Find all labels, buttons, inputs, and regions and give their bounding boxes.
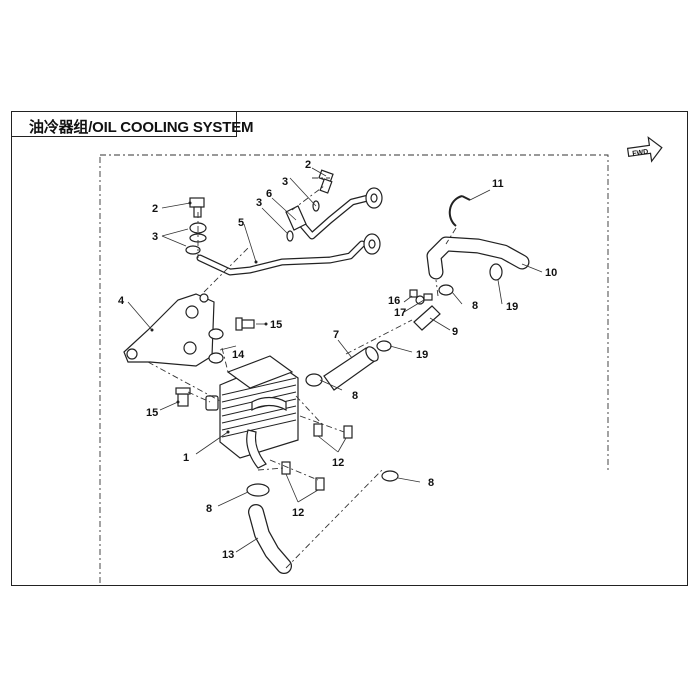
callout-2: 2	[152, 203, 158, 215]
callout-3: 3	[152, 231, 158, 243]
callout-14: 14	[232, 349, 245, 361]
hose-clamp	[381, 470, 399, 482]
small-screw-16	[409, 289, 418, 298]
sealing-washer	[185, 245, 201, 255]
title-box	[11, 111, 237, 137]
hose-10	[426, 236, 530, 280]
o-ring	[208, 328, 224, 340]
screw	[343, 425, 353, 439]
sealing-washer	[286, 230, 294, 242]
mounting-bracket	[123, 293, 215, 367]
callout-19: 19	[416, 349, 428, 361]
callout-12: 12	[292, 507, 304, 519]
callout-8: 8	[206, 503, 212, 515]
callout-2: 2	[305, 159, 311, 171]
callout-1: 1	[183, 452, 189, 464]
callout-15: 15	[270, 319, 282, 331]
screw	[281, 461, 291, 475]
callout-12: 12	[332, 457, 344, 469]
fwd-label: FWD	[632, 149, 649, 158]
oil-cooler	[205, 355, 299, 469]
banjo-bolt-left	[189, 197, 205, 218]
hose-clamp	[489, 263, 503, 281]
callout-4: 4	[118, 295, 125, 307]
callout-3: 3	[282, 176, 288, 188]
callout-15: 15	[146, 407, 158, 419]
callout-5: 5	[238, 217, 244, 229]
assembly-boundary-top	[100, 154, 609, 470]
retaining-clip	[448, 195, 471, 227]
screw	[315, 477, 325, 491]
callout-7: 7	[333, 329, 339, 341]
callout-8: 8	[352, 390, 358, 402]
flange-bolt	[175, 387, 191, 407]
callout-6: 6	[266, 188, 272, 200]
hose-clamp	[376, 340, 392, 352]
screw	[313, 423, 323, 437]
callout-8: 8	[472, 300, 478, 312]
hose-7	[323, 346, 379, 391]
o-ring	[208, 352, 224, 364]
oil-pipe-6	[285, 187, 383, 240]
page-title: 油冷器组/OIL COOLING SYSTEM	[29, 119, 254, 136]
callout-11: 11	[492, 178, 504, 190]
small-fitting-17	[423, 293, 433, 301]
diagram-frame	[11, 111, 688, 586]
callout-3: 3	[256, 197, 262, 209]
leader-dots	[150, 201, 268, 434]
leader-lines	[127, 167, 543, 553]
fwd-arrow-icon: FWD	[626, 136, 663, 163]
callout-labels: 1 2 2 3 3 3 4 5 6 7 8 8 8 8 9 10 11 12 1…	[118, 159, 557, 561]
hose-clamp	[438, 284, 454, 296]
hose-clamp	[246, 483, 270, 497]
callout-8: 8	[428, 477, 434, 489]
fitting-9	[413, 295, 441, 331]
hose-clamp	[305, 373, 323, 387]
assembly-guide-lines	[147, 177, 457, 569]
hose-13	[248, 504, 292, 574]
callout-10: 10	[545, 267, 557, 279]
callout-19: 19	[506, 301, 518, 313]
callout-13: 13	[222, 549, 234, 561]
callout-16: 16	[388, 295, 400, 307]
callout-17: 17	[394, 307, 406, 319]
oil-pipe-5	[196, 233, 381, 276]
flange-bolt	[235, 317, 255, 331]
callout-9: 9	[452, 326, 458, 338]
